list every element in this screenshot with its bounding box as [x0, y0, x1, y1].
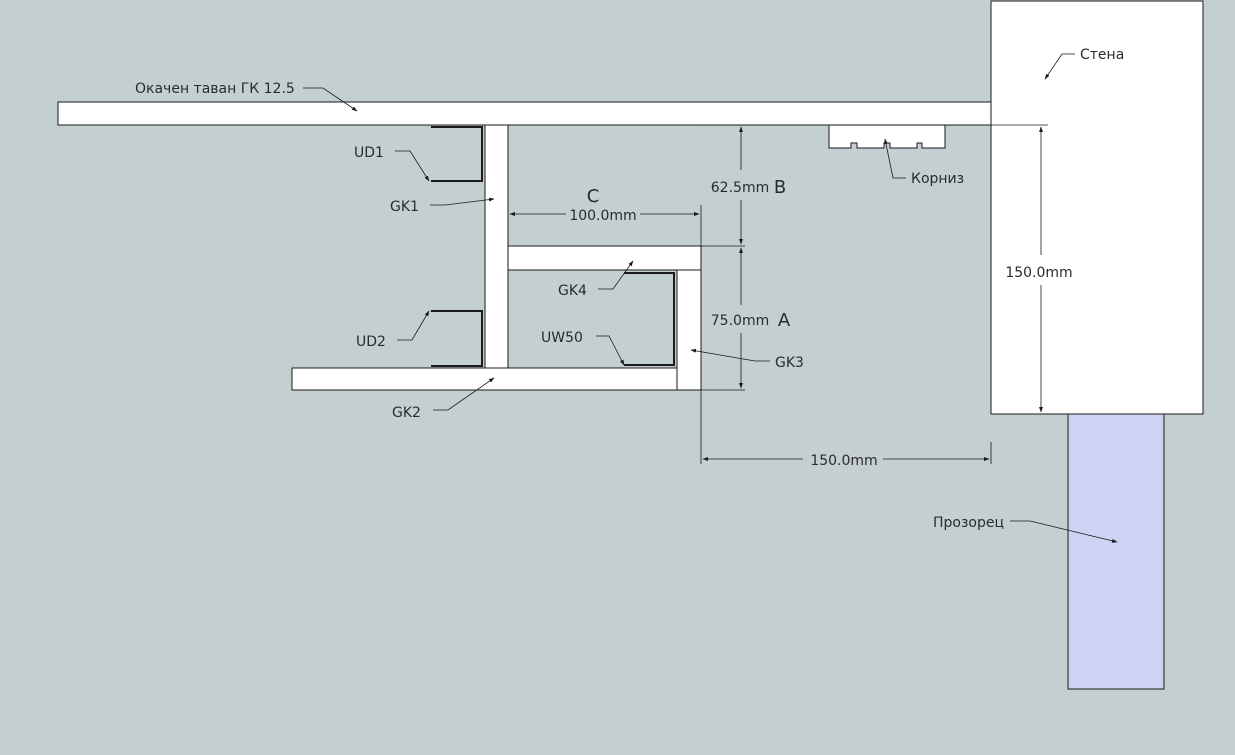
- label-gk3: GK3: [775, 355, 804, 371]
- dim-a-value: 75.0mm: [711, 313, 769, 329]
- gk1-board: [484, 124, 509, 369]
- dim-b-letter: B: [774, 177, 786, 198]
- leader-gk4: [598, 260, 634, 290]
- leader-gk3: [690, 348, 770, 362]
- leader-window: [1010, 520, 1118, 543]
- label-gk4: GK4: [558, 283, 587, 299]
- label-ud1: UD1: [354, 145, 384, 161]
- label-cornice: Корниз: [911, 171, 964, 187]
- ceiling-board: [57, 101, 992, 126]
- label-uw50: UW50: [541, 330, 583, 346]
- dim-a-letter: A: [778, 310, 791, 331]
- leader-gk2: [433, 377, 495, 411]
- label-gk1: GK1: [390, 199, 419, 215]
- label-wall: Стена: [1080, 47, 1124, 63]
- leader-wall: [1044, 53, 1075, 80]
- label-ud2: UD2: [356, 334, 386, 350]
- dim-gap-value: 150.0mm: [810, 453, 877, 469]
- uw50-profile: [624, 272, 675, 366]
- ud2-profile: [431, 310, 483, 367]
- leader-cornice: [884, 138, 906, 179]
- dim-c-value: 100.0mm: [569, 208, 636, 224]
- cornice-shape: [828, 124, 946, 149]
- leader-ceiling: [303, 87, 358, 112]
- gk4-board: [507, 245, 702, 271]
- gk3-board: [676, 269, 702, 391]
- dim-b-value: 62.5mm: [711, 180, 769, 196]
- label-gk2: GK2: [392, 405, 421, 421]
- dim-c-letter: C: [587, 186, 600, 207]
- leader-ud2: [397, 310, 430, 341]
- gk2-board: [291, 367, 678, 391]
- ud1-profile: [431, 126, 483, 182]
- label-ceiling: Окачен таван ГК 12.5: [135, 81, 295, 97]
- dim-wall-value: 150.0mm: [1005, 265, 1072, 281]
- leader-ud1: [395, 150, 430, 182]
- window-shape: [1067, 413, 1165, 690]
- leader-gk1: [430, 197, 495, 206]
- leader-uw50: [596, 335, 625, 366]
- wall-shape: [990, 0, 1204, 415]
- label-window: Прозорец: [933, 515, 1004, 531]
